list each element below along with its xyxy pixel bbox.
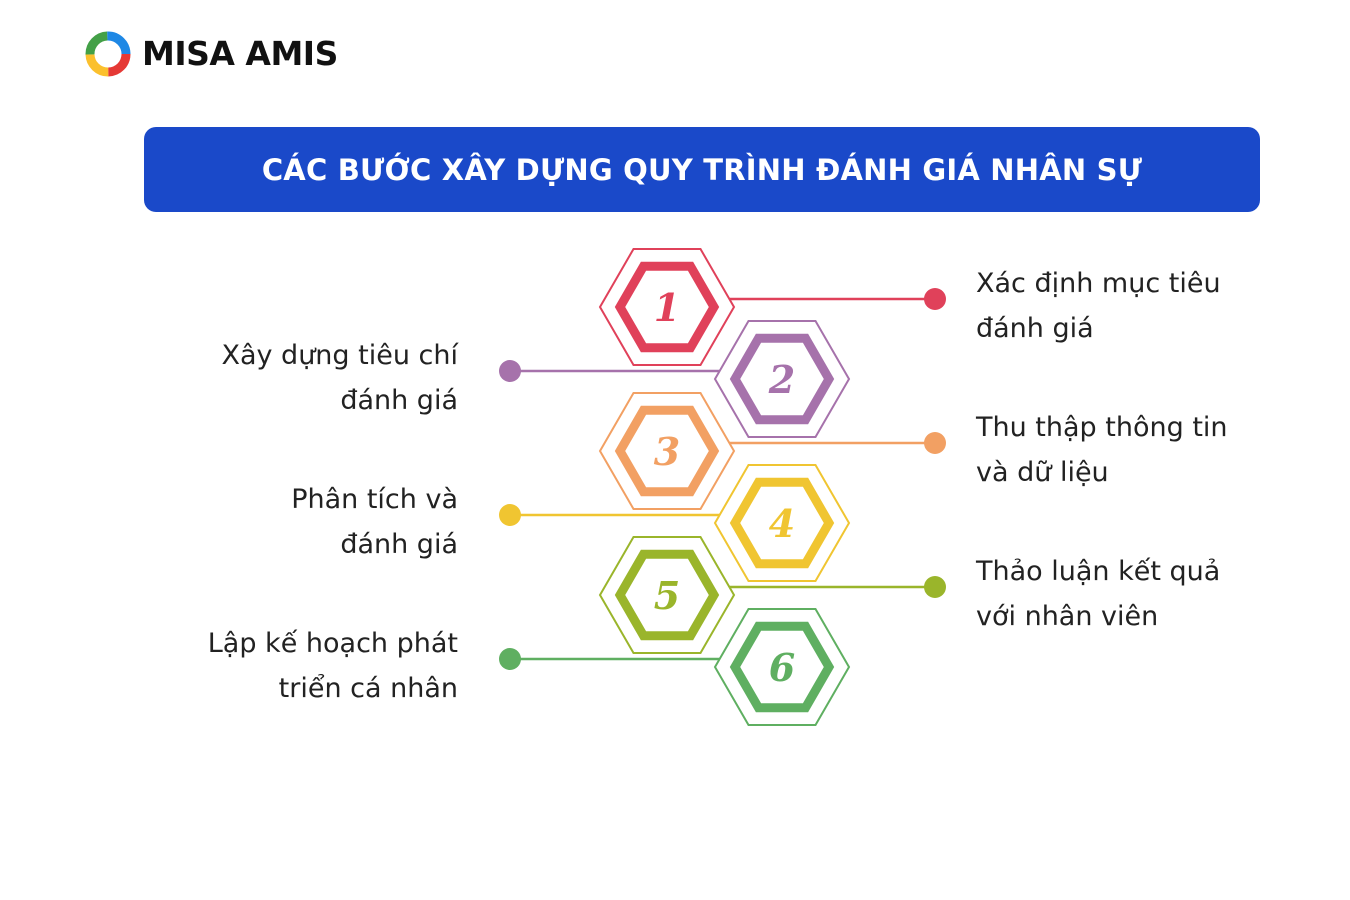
hexagon-inner-5 (614, 549, 720, 641)
step-label-2-line-1: Xây dựng tiêu chí (221, 340, 458, 371)
step-label-2-line-2: đánh giá (340, 385, 458, 416)
hexagon-inner-6 (729, 621, 835, 713)
step-label-1-line-2: đánh giá (976, 313, 1094, 344)
connector-dot-6 (499, 648, 521, 670)
step-number-5: 5 (654, 573, 680, 618)
step-label-3-line-2: và dữ liệu (976, 457, 1109, 488)
step-label-5-line-2: với nhân viên (976, 601, 1159, 632)
connector-dot-1 (924, 288, 946, 310)
hexagon-inner-3 (614, 405, 720, 497)
step-1-hexagon: 1 (598, 248, 736, 366)
step-label-4: Phân tích và đánh giá (158, 477, 458, 567)
step-3-hexagon: 3 (598, 392, 736, 510)
step-number-2: 2 (768, 357, 795, 402)
step-5-hexagon: 5 (598, 536, 736, 654)
step-label-6: Lập kế hoạch phát triển cá nhân (158, 621, 458, 711)
step-label-3: Thu thập thông tin và dữ liệu (976, 405, 1276, 495)
step-label-1: Xác định mục tiêu đánh giá (976, 261, 1276, 351)
brand-name: MISA AMIS (142, 34, 338, 73)
step-number-1: 1 (654, 285, 680, 330)
connector-dot-5 (924, 576, 946, 598)
step-label-6-line-2: triển cá nhân (278, 673, 458, 704)
step-label-1-line-1: Xác định mục tiêu (976, 268, 1221, 299)
hexagon-inner-1 (614, 261, 720, 353)
step-number-6: 6 (769, 645, 795, 690)
step-6-hexagon: 6 (713, 608, 851, 726)
step-4-hexagon: 4 (713, 464, 851, 582)
brand-logo: MISA AMIS (84, 30, 338, 78)
step-label-2: Xây dựng tiêu chí đánh giá (158, 333, 458, 423)
connector-dot-2 (499, 360, 521, 382)
step-label-6-line-1: Lập kế hoạch phát (207, 628, 458, 659)
step-2-hexagon: 2 (713, 320, 851, 438)
title-banner: CÁC BƯỚC XÂY DỰNG QUY TRÌNH ĐÁNH GIÁ NHÂ… (144, 127, 1260, 212)
step-label-4-line-2: đánh giá (340, 529, 458, 560)
step-label-5-line-1: Thảo luận kết quả (976, 556, 1221, 587)
hexagon-inner-4 (729, 477, 835, 569)
step-number-4: 4 (769, 501, 795, 546)
connector-dot-3 (924, 432, 946, 454)
page-title: CÁC BƯỚC XÂY DỰNG QUY TRÌNH ĐÁNH GIÁ NHÂ… (261, 152, 1143, 187)
step-label-3-line-1: Thu thập thông tin (976, 412, 1228, 443)
step-number-3: 3 (654, 429, 680, 474)
connector-lines (499, 288, 946, 670)
step-label-5: Thảo luận kết quả với nhân viên (976, 549, 1276, 639)
connector-dot-4 (499, 504, 521, 526)
hexagon-layer: 1 2 3 4 5 6 (598, 248, 851, 726)
step-label-4-line-1: Phân tích và (291, 484, 458, 515)
hexagon-inner-2 (729, 333, 835, 425)
misa-ring-logo-icon (85, 31, 131, 77)
